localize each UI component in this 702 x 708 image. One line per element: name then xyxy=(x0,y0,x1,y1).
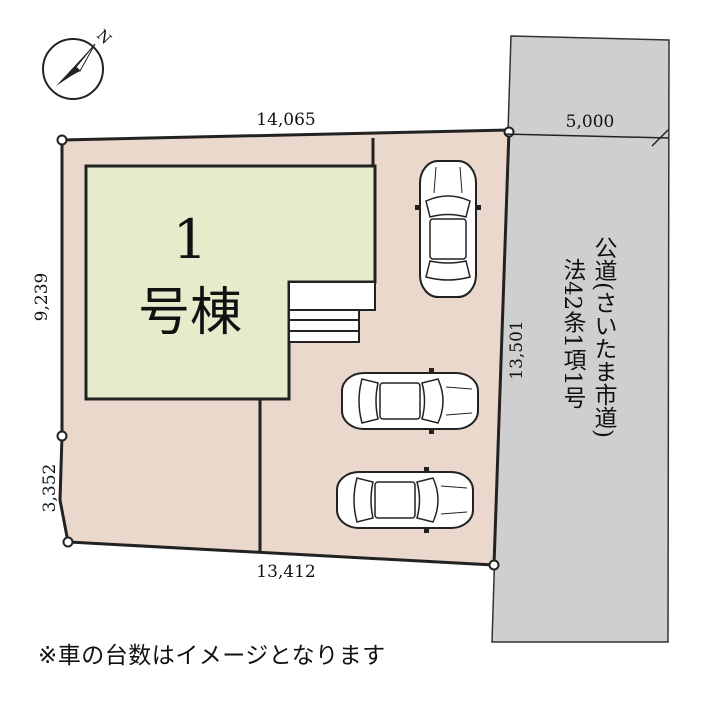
dimension-top: 14,065 xyxy=(256,110,315,130)
boundary-point xyxy=(56,134,68,146)
building-number: 1 xyxy=(173,208,207,271)
dimension-tick xyxy=(651,129,669,147)
boundary-point xyxy=(62,536,74,548)
boundary-point xyxy=(503,126,515,138)
car-icon xyxy=(415,160,481,298)
north-arrow-icon: N xyxy=(42,26,115,100)
road-name-label: 公道(さいたま市道) xyxy=(590,236,618,438)
dimension-line-road xyxy=(503,133,670,139)
boundary-point xyxy=(488,559,500,571)
north-label: N xyxy=(93,26,115,48)
dimension-right: 13,501 xyxy=(507,320,527,379)
boundary-point xyxy=(56,430,68,442)
road-law-label: 法42条1項1号 xyxy=(559,258,587,409)
parking-note: ※車の台数はイメージとなります xyxy=(38,643,386,669)
dimension-left-lower: 3,352 xyxy=(40,464,60,513)
building-name: 号棟 xyxy=(138,283,242,343)
car-icon xyxy=(336,467,474,533)
dimension-road-width: 5,000 xyxy=(566,112,615,132)
entrance-steps xyxy=(288,281,376,343)
car-icon xyxy=(341,368,479,434)
dimension-left-upper: 9,239 xyxy=(32,273,52,322)
dimension-bottom: 13,412 xyxy=(256,562,315,582)
